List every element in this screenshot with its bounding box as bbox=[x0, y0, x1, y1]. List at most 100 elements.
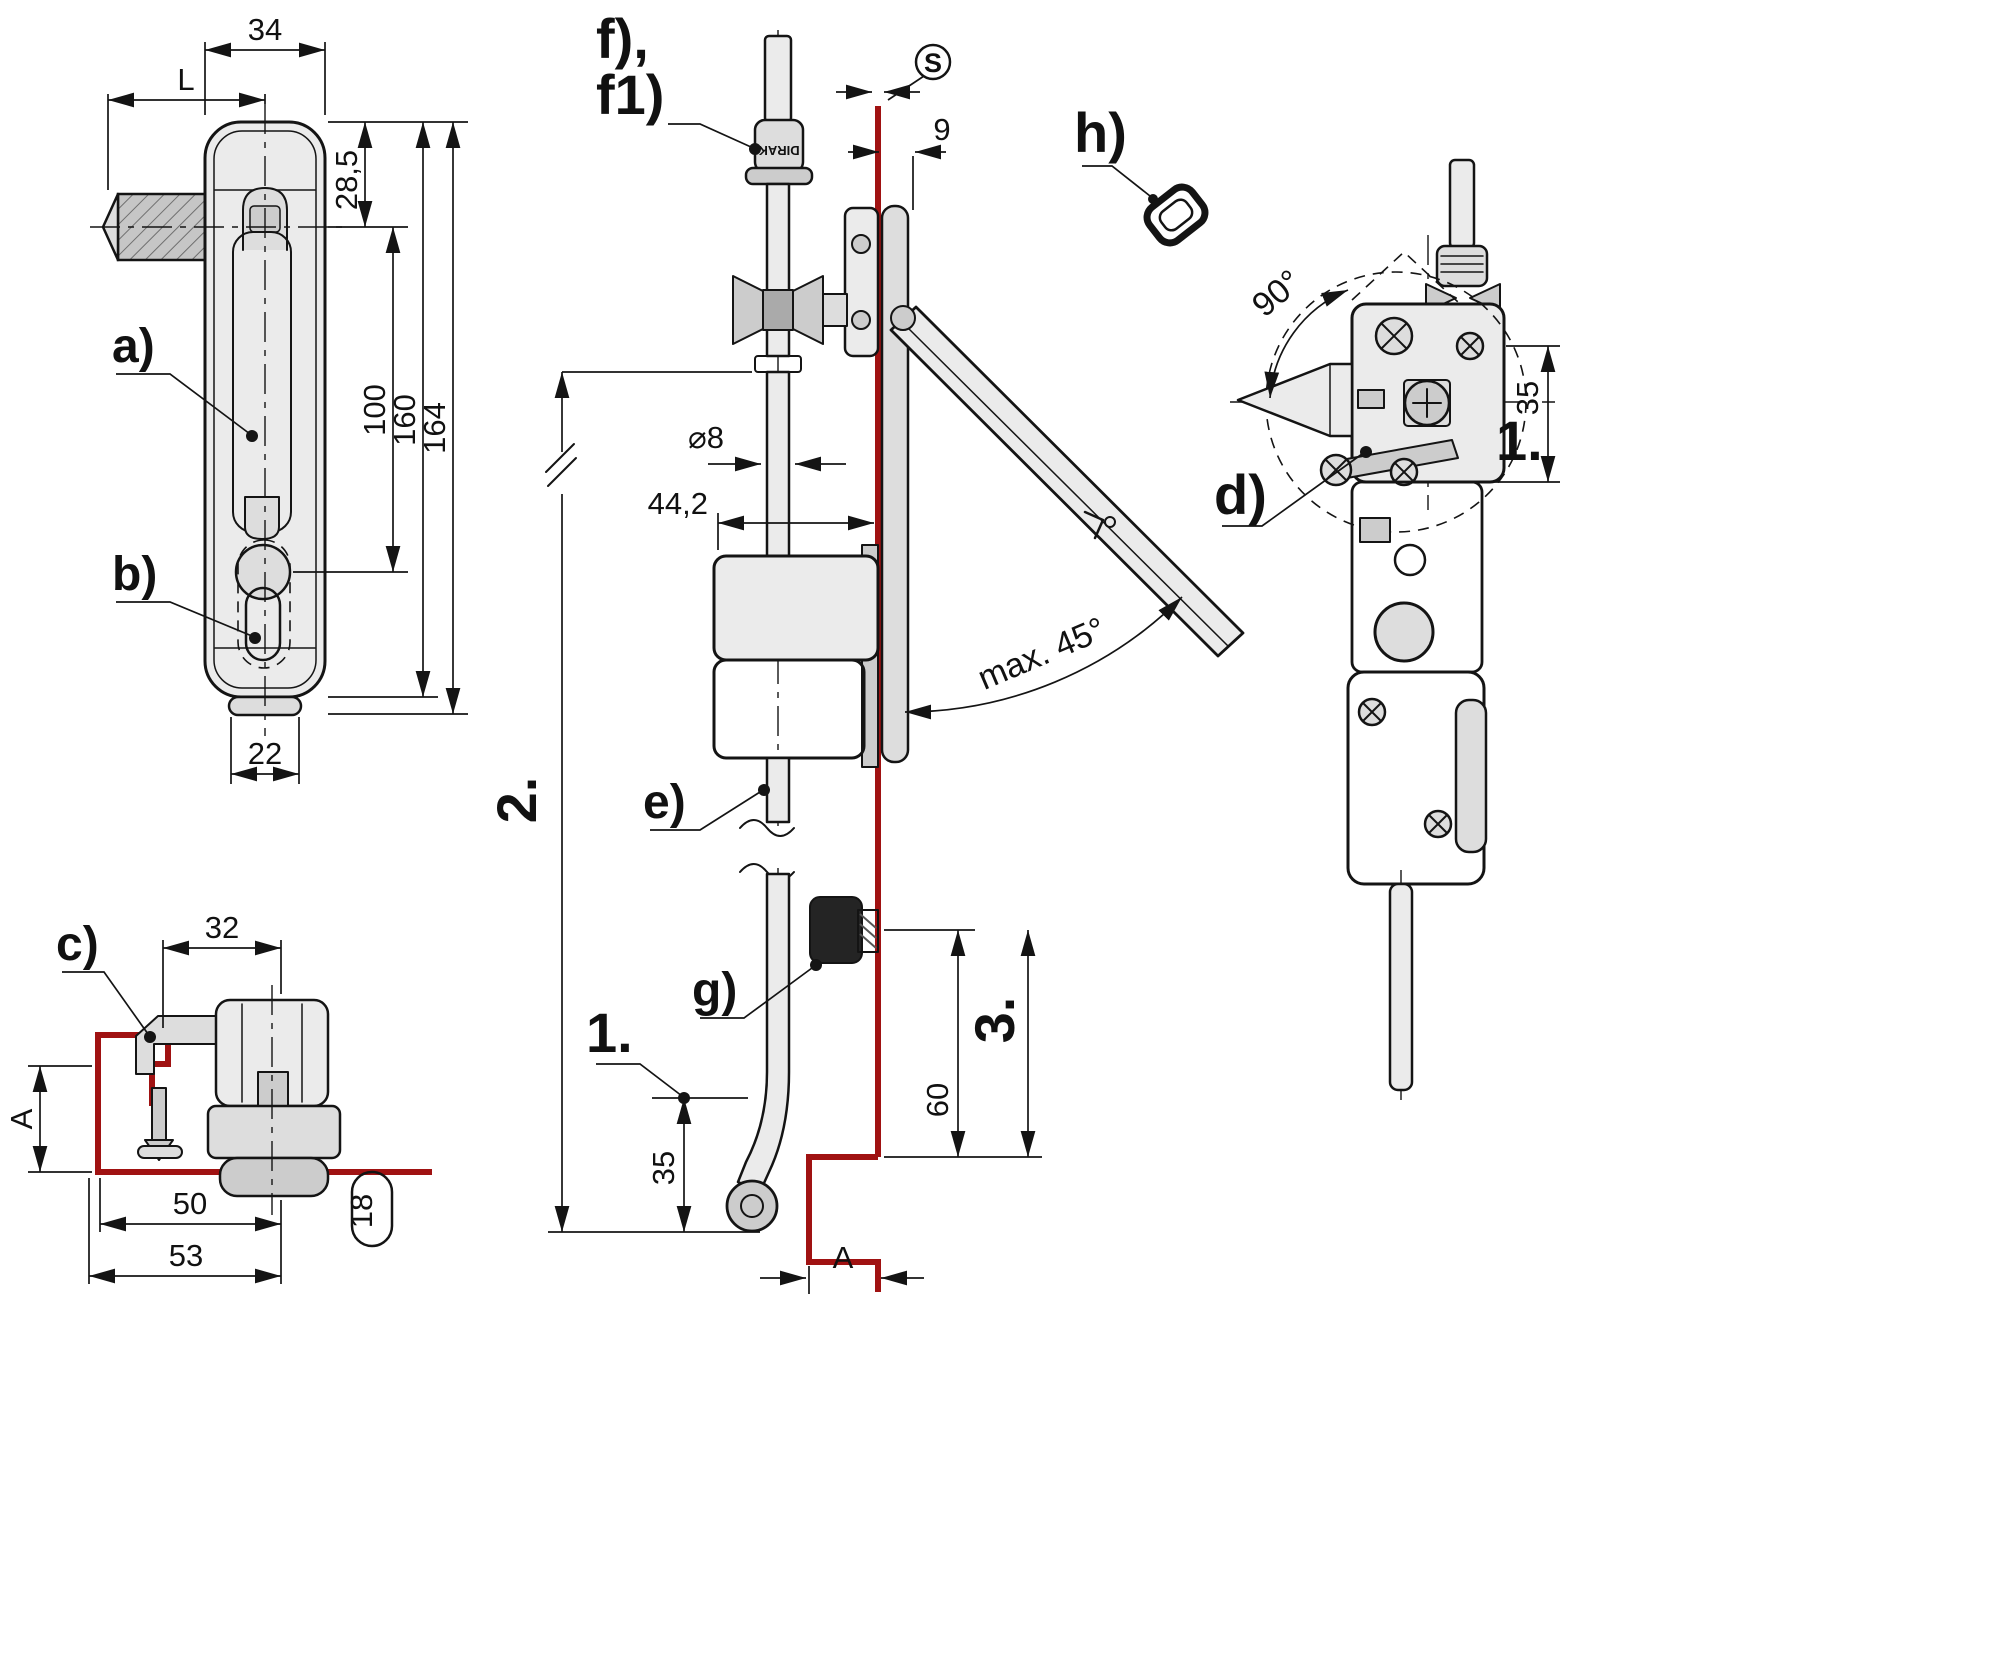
dim-44-2-label: 44,2 bbox=[648, 486, 708, 521]
dim-18-label: 18 bbox=[344, 1194, 379, 1228]
label-h: h) bbox=[1074, 101, 1127, 164]
rod-lower-a bbox=[765, 756, 791, 824]
label-f1: f1) bbox=[596, 63, 664, 126]
latch-tab bbox=[244, 496, 280, 540]
dim-9-label: 9 bbox=[933, 112, 950, 147]
leader-dot-c bbox=[144, 1031, 156, 1043]
clip-section-view bbox=[95, 985, 432, 1215]
housing-bolt-2 bbox=[851, 310, 871, 330]
dim-A-bottom-label: A bbox=[833, 1240, 854, 1275]
step-3-label: 3. bbox=[963, 997, 1026, 1044]
lock-cover-strip bbox=[880, 204, 910, 764]
dim-22-label: 22 bbox=[248, 736, 282, 771]
cover-screw-1 bbox=[1357, 697, 1387, 727]
slot-18-capsule bbox=[350, 1170, 394, 1248]
door-sheet-return bbox=[149, 1035, 171, 1106]
front-callouts: a) b) bbox=[112, 320, 261, 644]
cam-nut bbox=[762, 289, 794, 331]
clip-dimensions: 32 A 50 53 18 c) bbox=[4, 910, 394, 1284]
clamp-foot bbox=[218, 1156, 330, 1198]
dim-dia8-label: ⌀8 bbox=[688, 420, 724, 455]
leader-dot-d bbox=[1360, 446, 1372, 458]
body-window bbox=[1359, 517, 1391, 543]
screw-2 bbox=[1455, 331, 1485, 361]
push-rivet bbox=[137, 1087, 183, 1161]
cylinder-hidden-outline bbox=[237, 539, 291, 669]
guide-block-lower bbox=[712, 658, 866, 760]
body-hole-large bbox=[1373, 601, 1435, 663]
label-c: c) bbox=[56, 918, 99, 971]
dim-164-label: 164 bbox=[417, 402, 452, 454]
dim-50-label: 50 bbox=[173, 1186, 207, 1221]
s-symbol-circle bbox=[914, 43, 952, 81]
leader-dot-g bbox=[810, 959, 822, 971]
handle-90-phantom bbox=[1351, 250, 1459, 303]
label-f: f), bbox=[596, 7, 649, 70]
clamp-base bbox=[206, 1104, 342, 1160]
rod-roller-pin bbox=[740, 1194, 764, 1218]
front-view bbox=[90, 104, 348, 736]
side-view: DIRAK bbox=[712, 30, 1245, 1292]
housing-bolt bbox=[851, 234, 871, 254]
leader-dot-b bbox=[249, 632, 261, 644]
label-a: a) bbox=[112, 320, 155, 373]
lever-hook-pin bbox=[1104, 516, 1116, 528]
dim-60-label: 60 bbox=[920, 1083, 955, 1117]
step-2-label: 2. bbox=[485, 777, 548, 824]
spindle-drive bbox=[1403, 379, 1451, 427]
front-dimensions: 34 L 28,5 100 160 164 22 bbox=[107, 12, 468, 784]
rear-coupler bbox=[1435, 244, 1489, 288]
guide-block-upper bbox=[712, 554, 880, 662]
rod-lower-b bbox=[736, 872, 791, 1194]
cover-screw-2 bbox=[1423, 809, 1453, 839]
step-1-rear-label: 1. bbox=[1496, 409, 1543, 472]
rod-cap-flange bbox=[744, 166, 814, 186]
rear-view: 90° h) d) 35 1. bbox=[1074, 101, 1560, 1100]
clamp-claw bbox=[135, 1015, 219, 1075]
arc-90 bbox=[1264, 289, 1349, 399]
label-e: e) bbox=[643, 776, 686, 829]
rod-mid bbox=[765, 370, 791, 558]
dim-100-label: 100 bbox=[357, 384, 392, 436]
label-g: g) bbox=[692, 964, 737, 1017]
leader-dot-f bbox=[749, 143, 761, 155]
leader-dot-e bbox=[758, 784, 770, 796]
label-b: b) bbox=[112, 548, 157, 601]
gasket bbox=[1143, 183, 1209, 247]
label-d: d) bbox=[1214, 463, 1267, 526]
lock-cylinder bbox=[234, 543, 292, 601]
break-line-1 bbox=[739, 819, 795, 837]
rear-rod-bottom bbox=[1388, 882, 1414, 1092]
cover-flap bbox=[1454, 698, 1488, 854]
keyhole-slot bbox=[244, 586, 282, 662]
clamp-screw bbox=[257, 1071, 289, 1111]
dim-160-label: 160 bbox=[387, 394, 422, 446]
max45-arc bbox=[904, 596, 1183, 720]
rear-rod-top bbox=[1448, 158, 1476, 250]
lever-hook bbox=[1083, 510, 1105, 540]
dim-28-5-label: 28,5 bbox=[329, 150, 364, 210]
dim-A-label: A bbox=[4, 1108, 39, 1129]
dim-32-label: 32 bbox=[205, 910, 239, 945]
cam-link bbox=[822, 293, 848, 327]
rod-top bbox=[763, 34, 793, 124]
brand-mark: DIRAK bbox=[758, 143, 800, 158]
dim-34-label: 34 bbox=[248, 12, 282, 47]
dim-35-label: 35 bbox=[646, 1151, 681, 1185]
screw-1 bbox=[1374, 316, 1414, 356]
rod-guide-bushing bbox=[809, 896, 879, 964]
leader-dot-a bbox=[246, 430, 258, 442]
dim-35-rear-label: 35 bbox=[1510, 381, 1545, 415]
dim-S-label: S bbox=[924, 48, 942, 78]
step-1-label: 1. bbox=[586, 1001, 633, 1064]
handle-lever bbox=[889, 305, 1245, 658]
door-panel-bracket bbox=[806, 1154, 881, 1292]
dim-L-label: L bbox=[177, 62, 194, 97]
rod-roller bbox=[725, 1179, 779, 1233]
dim-max45-label: max. 45° bbox=[972, 610, 1111, 698]
screw-4 bbox=[1389, 457, 1419, 487]
body-hole-small bbox=[1393, 543, 1427, 577]
lever-pivot bbox=[890, 305, 916, 331]
